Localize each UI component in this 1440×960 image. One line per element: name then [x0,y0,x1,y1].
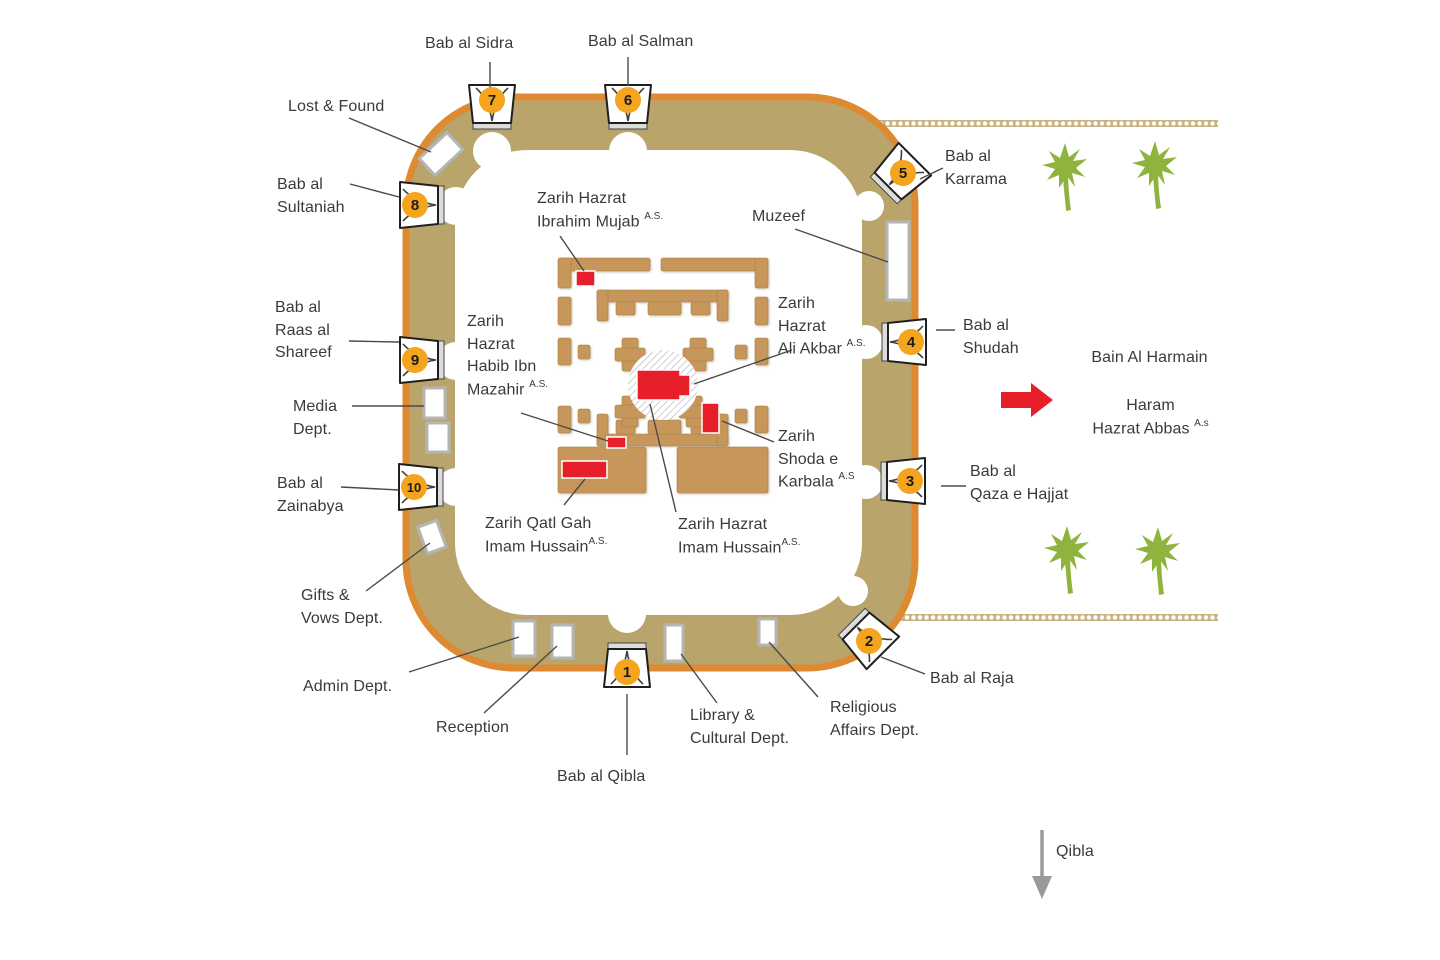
label-gifts-vows-dept: Gifts & Vows Dept. [301,587,383,627]
gate-3-number: 3 [897,468,923,494]
label-bab-al-raas-al-shareef: Bab al Raas al Shareef [275,299,332,362]
zarih-imam-hussain-marker [636,369,691,401]
label-lost-found: Lost & Found [288,98,385,115]
leader-lines [340,57,966,755]
gate-9-number: 9 [402,347,428,373]
label-bab-al-karrama: Bab al Karrama [945,148,1008,188]
media-room-1 [422,386,447,420]
palm-tree-icon [1132,141,1177,209]
lost-found-room [417,130,465,178]
label-zarih-qatl-gah: Zarih Qatl Gah Imam HussainA.S. [485,515,608,556]
label-religious-affairs-dept: Religious Affairs Dept. [830,699,920,739]
label-library-cultural-dept: Library & Cultural Dept. [690,707,790,747]
label-admin-dept: Admin Dept. [303,678,393,695]
label-reception: Reception [436,719,509,736]
label-zarih-imam-hussain: Zarih Hazrat Imam HussainA.S. [678,516,801,557]
gate-6-number: 6 [615,87,641,113]
palm-tree-icon [1042,143,1087,211]
zarih-qatl-gah-marker [561,460,608,479]
zarih-markers [561,270,720,479]
label-qibla: Qibla [1056,843,1094,860]
label-zarih-habib-ibn-mazahir: Zarih Hazrat Habib Ibn Mazahir A.S. [467,313,549,399]
zarih-shoda-marker [701,402,720,434]
haram-abbas-arrow-icon [1001,383,1053,417]
religious-room [757,617,778,647]
label-haram-hazrat-abbas: Haram Hazrat Abbas A.s [1092,397,1209,438]
qibla-arrow-icon [1032,830,1052,899]
wall-rooms [415,130,911,663]
gate-5-number: 5 [890,160,916,186]
reception-room [550,623,575,660]
label-bab-al-qibla: Bab al Qibla [557,768,646,785]
label-bab-al-shudah: Bab al Shudah [963,317,1019,357]
zarih-ibrahim-mujab-marker [575,270,596,287]
label-zarih-ibrahim-mujab: Zarih Hazrat Ibrahim Mujab A.S. [537,190,664,231]
media-room-2 [425,421,451,454]
gate-4-number: 4 [898,329,924,355]
muzeef-room [885,220,911,302]
label-zarih-shoda-e-karbala: Zarih Shoda e Karbala A.S [778,428,855,491]
gate-7-number: 7 [479,87,505,113]
palm-tree-icon [1044,526,1089,594]
label-bab-al-salman: Bab al Salman [588,33,694,50]
label-bab-al-sultaniah: Bab al Sultaniah [277,176,345,216]
chain-border-top [868,119,1218,132]
label-muzeef: Muzeef [752,208,806,225]
inner-structure [557,257,769,494]
library-room [663,623,685,663]
label-bab-al-zainabya: Bab al Zainabya [277,475,344,515]
zarih-habib-marker [606,436,627,449]
label-bab-al-sidra: Bab al Sidra [425,35,514,52]
gifts-room [415,518,449,556]
gate-10-number: 10 [401,474,427,500]
gate-1-number: 1 [614,659,640,685]
gate-2-number: 2 [856,628,882,654]
palm-tree-icon [1135,527,1180,595]
label-bain-al-harmain: Bain Al Harmain [1091,349,1208,366]
label-zarih-ali-akbar: Zarih Hazrat Ali Akbar A.S. [778,295,866,358]
label-bab-al-qaza-e-hajjat: Bab al Qaza e Hajjat [970,463,1069,503]
label-bab-al-raja: Bab al Raja [930,670,1014,687]
gate-8-number: 8 [402,192,428,218]
chain-border-bottom [878,611,1218,624]
label-media-dept: Media Dept. [293,398,338,438]
